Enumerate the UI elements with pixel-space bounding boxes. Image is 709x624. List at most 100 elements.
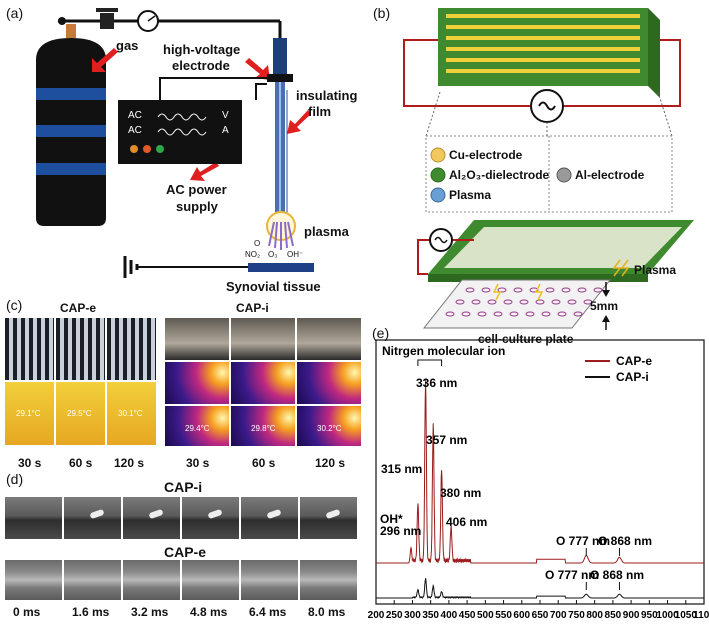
cap-e-thermal-120s — [107, 382, 156, 445]
x-tick-label: 550 — [495, 610, 512, 621]
time-e-120s: 120 s — [114, 456, 145, 470]
peak-annotation: 406 nm — [446, 515, 487, 529]
x-tick-label: 300 — [404, 610, 421, 621]
peak-annotation: OH* — [380, 512, 403, 526]
dbd-electrode-block — [438, 8, 660, 98]
plasma-swatch — [430, 187, 446, 203]
synovial-tissue-block — [248, 263, 314, 272]
x-tick-label: 400 — [441, 610, 458, 621]
cap-i-label-d: CAP-i — [164, 479, 203, 495]
cap-i-thermal-120s — [297, 362, 361, 404]
cap-i-thermal2-60s — [231, 406, 295, 446]
panel-label-b: (b) — [373, 5, 391, 21]
x-tick-label: 500 — [477, 610, 494, 621]
ps-label-line2: supply — [176, 199, 218, 214]
peak-annotation: 315 nm — [381, 462, 422, 476]
cap-i-thermal-60s — [231, 362, 295, 404]
time-i-30s: 30 s — [186, 456, 210, 470]
plate-label: cell-culture plate — [478, 332, 574, 346]
frame-time-label: 0 ms — [13, 605, 41, 619]
cap-e-frame — [5, 560, 62, 600]
tissue-label: Synovial tissue — [226, 279, 321, 294]
electrode-assembly — [267, 38, 293, 230]
time-e-30s: 30 s — [18, 456, 42, 470]
peak-annotation: 336 nm — [416, 376, 457, 390]
cap-i-thermal-30s — [165, 362, 229, 404]
x-tick-label: 750 — [568, 610, 585, 621]
temp-e-120s: 30.1°C — [118, 409, 143, 418]
plasma-label-a: plasma — [304, 224, 349, 239]
peak-annotation: O 777 nm — [556, 534, 610, 548]
cap-i-frames — [5, 497, 359, 539]
x-tick-label: 850 — [605, 610, 622, 621]
plasma-label-b: Plasma — [634, 263, 677, 277]
film-label-line2: film — [308, 104, 332, 119]
cap-e-label-d: CAP-e — [164, 544, 207, 560]
valve-icon — [96, 8, 118, 29]
pipe-joint — [58, 17, 66, 25]
temp-i-60s: 29.8°C — [251, 424, 276, 433]
film-label-line1: insulating — [296, 88, 358, 103]
legend-cu-label: Cu-electrode — [449, 148, 523, 162]
unit-v-label: V — [222, 110, 229, 121]
time-i-60s: 60 s — [252, 456, 276, 470]
cap-i-frame — [300, 497, 357, 539]
peak-annotation: O 868 nm — [590, 568, 644, 582]
peak-annotation: O 868 nm — [598, 534, 652, 548]
cap-i-thermal2-30s — [165, 406, 229, 446]
x-tick-label: 250 — [386, 610, 403, 621]
ac-power-supply — [118, 100, 242, 164]
ac-row2-label: AC — [128, 125, 142, 136]
cap-i-photo-60s — [231, 318, 295, 360]
legend-label: CAP-i — [616, 370, 649, 384]
cell-culture-plate — [422, 279, 612, 329]
electrode-label-line2: electrode — [172, 58, 230, 73]
x-tick-label: 1100 — [693, 610, 709, 621]
x-tick-label: 800 — [586, 610, 603, 621]
cap-i-label-c: CAP-i — [236, 301, 269, 315]
panel-label-d: (d) — [6, 471, 24, 487]
spectrum-line-cap-e — [376, 379, 704, 564]
cap-e-frames — [5, 560, 359, 600]
cap-e-photo-120s — [107, 318, 156, 380]
species-o3-label: O₃ — [268, 250, 278, 259]
temp-i-30s: 29.4°C — [185, 424, 210, 433]
cap-e-frame — [123, 560, 180, 600]
x-tick-label: 1050 — [675, 610, 698, 621]
x-tick-label: 350 — [422, 610, 439, 621]
temp-e-60s: 29.5°C — [67, 409, 92, 418]
cap-e-photo-60s — [56, 318, 105, 380]
cap-e-frame — [241, 560, 298, 600]
cap-i-frame — [241, 497, 298, 539]
x-tick-label: 950 — [641, 610, 658, 621]
legend-label: CAP-e — [616, 354, 652, 368]
cap-i-photo-120s — [297, 318, 361, 360]
x-tick-label: 700 — [550, 610, 567, 621]
cap-e-thermal-60s — [56, 382, 105, 445]
panel-label-e: (e) — [372, 325, 390, 341]
cap-e-frame — [182, 560, 239, 600]
ground-symbol — [123, 256, 248, 278]
legend-plasma-label: Plasma — [449, 188, 492, 202]
bracket-mark — [417, 359, 443, 366]
frame-time-label: 4.8 ms — [190, 605, 228, 619]
dielectrode-swatch — [430, 167, 446, 183]
ps-label-line1: AC power — [166, 182, 227, 197]
peak-annotation: 380 nm — [440, 486, 481, 500]
legend-dielectrode-label: Al₂O₃-dielectrode — [449, 168, 550, 182]
electrode-label-line1: high-voltage — [163, 42, 241, 57]
frame-time-label: 3.2 ms — [131, 605, 169, 619]
gap-arrows — [602, 282, 610, 330]
x-tick-label: 650 — [532, 610, 549, 621]
cap-i-thermal2-120s — [297, 406, 361, 446]
x-tick-label: 200 — [368, 610, 385, 621]
peak-annotation: 357 nm — [426, 433, 467, 447]
plasma-spark-icon — [612, 259, 630, 277]
temp-i-120s: 30.2°C — [317, 424, 342, 433]
pressure-gauge-icon — [137, 10, 159, 32]
x-tick-label: 450 — [459, 610, 476, 621]
species-no2-label: NO₂ — [245, 250, 261, 259]
legend-al-label: Al-electrode — [575, 168, 645, 182]
